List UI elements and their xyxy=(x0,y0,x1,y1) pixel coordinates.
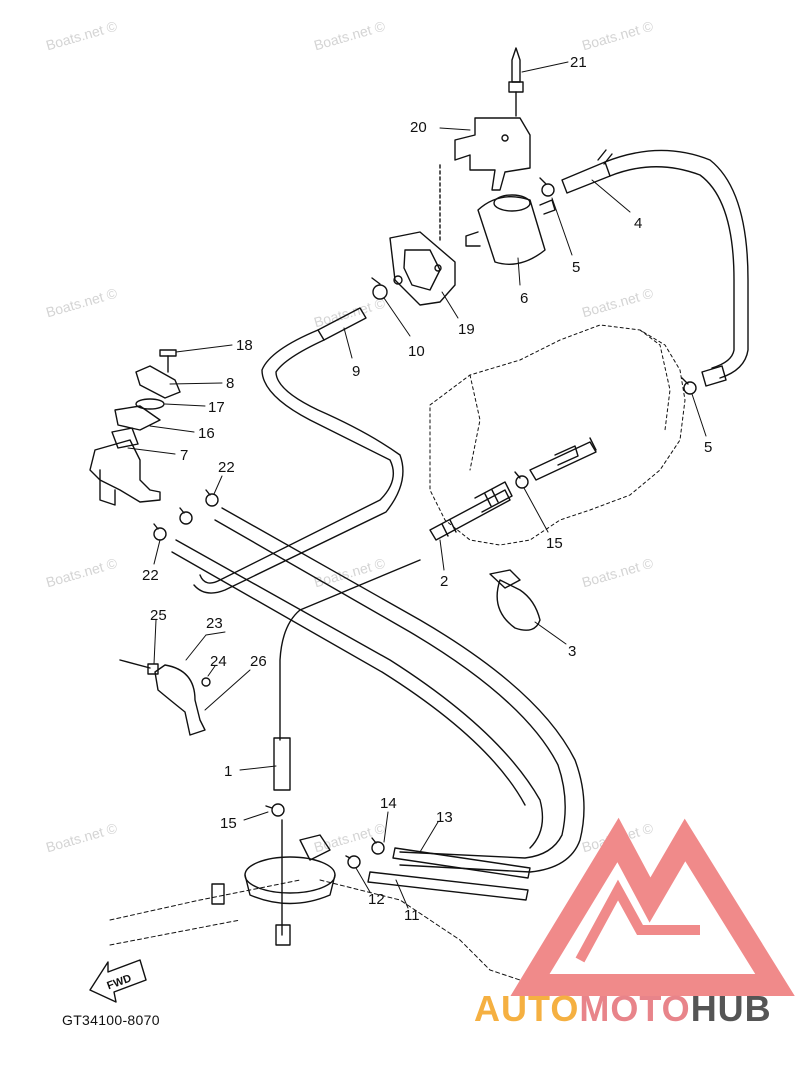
callout-18: 18 xyxy=(236,337,253,354)
callout-19: 19 xyxy=(458,321,475,338)
callout-11: 11 xyxy=(404,907,420,924)
callout-8: 8 xyxy=(226,375,234,392)
callout-23: 23 xyxy=(206,615,223,632)
callout-24: 24 xyxy=(210,653,227,670)
part-3-strap xyxy=(489,569,541,631)
callout-5: 5 xyxy=(572,259,580,276)
callout-16: 16 xyxy=(198,425,215,442)
automotohub-logo-mark xyxy=(510,817,795,996)
part-19-holder xyxy=(389,231,456,306)
callout-numbers: 21 20 4 5 6 19 10 9 18 8 17 16 7 22 22 5… xyxy=(105,54,712,992)
part-1-hose xyxy=(273,559,421,946)
callout-15-lower: 15 xyxy=(220,815,237,832)
callout-1: 1 xyxy=(224,763,232,780)
callout-25: 25 xyxy=(150,607,167,624)
callout-14: 14 xyxy=(380,795,397,812)
callout-20: 20 xyxy=(410,119,427,136)
callout-22-upper: 22 xyxy=(218,459,235,476)
callout-13: 13 xyxy=(436,809,453,826)
part-18-screw xyxy=(159,349,177,373)
leader-lines xyxy=(127,61,707,909)
part-8-knob xyxy=(135,365,181,399)
part-7-fuel-cock xyxy=(89,427,161,506)
parts-13-11-hose-ends xyxy=(367,847,531,901)
callout-9: 9 xyxy=(352,363,360,380)
callout-26: 26 xyxy=(250,653,267,670)
fwd-arrow-icon xyxy=(89,959,147,1003)
callout-2: 2 xyxy=(440,573,448,590)
part-11-long-hose xyxy=(171,507,585,873)
logo-part-hub: HUB xyxy=(690,988,772,1029)
callout-15-upper: 15 xyxy=(546,535,563,552)
part-17-washer xyxy=(135,398,165,410)
part-16-gasket xyxy=(114,405,161,431)
automotohub-logo-text: AUTOMOTOHUB xyxy=(474,988,772,1030)
callout-7: 7 xyxy=(180,447,188,464)
part-23-bracket xyxy=(119,659,211,736)
callout-21: 21 xyxy=(570,54,587,71)
part-9-hose xyxy=(193,307,404,594)
callout-22-lower: 22 xyxy=(142,567,159,584)
callout-10: 10 xyxy=(408,343,425,360)
logo-part-auto: AUTO xyxy=(474,988,580,1029)
logo-part-moto: MOTO xyxy=(579,988,691,1029)
fuel-tank-fitting xyxy=(211,834,336,905)
part-2-fitting xyxy=(429,437,597,541)
part-21-bolt xyxy=(508,47,524,117)
engine-outline xyxy=(429,324,686,546)
callout-3: 3 xyxy=(568,643,576,660)
callout-12: 12 xyxy=(368,891,385,908)
part-20-bracket xyxy=(439,117,531,241)
logo-inner-lines xyxy=(575,879,700,963)
part-4-hose xyxy=(561,149,749,387)
callout-5-right: 5 xyxy=(704,439,712,456)
drawing-code: GT34100-8070 xyxy=(62,1012,160,1028)
callout-6: 6 xyxy=(520,290,528,307)
hose-clamps xyxy=(153,177,697,869)
callout-17: 17 xyxy=(208,399,225,416)
part-6-fuel-filter xyxy=(465,194,556,265)
callout-4: 4 xyxy=(634,215,642,232)
hull-outline xyxy=(109,879,521,981)
